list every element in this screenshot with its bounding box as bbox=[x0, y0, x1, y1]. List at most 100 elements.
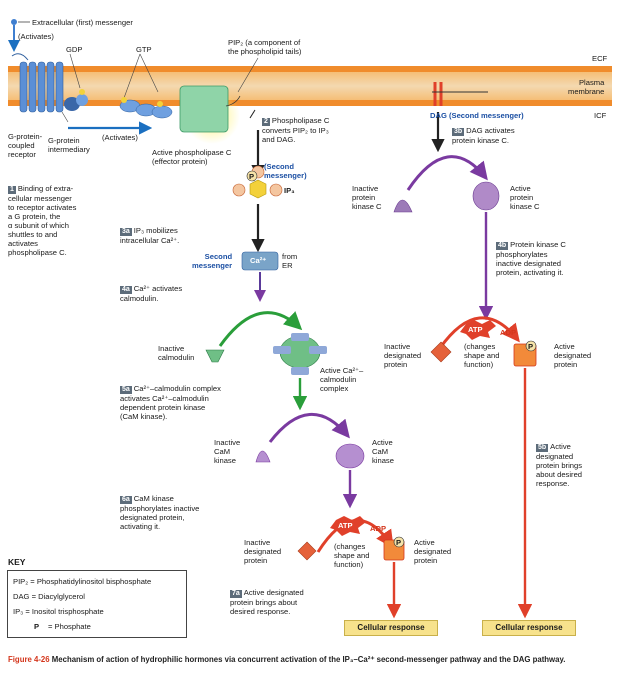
activates-mid-label: (Activates) bbox=[102, 133, 138, 142]
active-designated-1-label: Active designated protein bbox=[414, 538, 452, 565]
inactive-calmodulin-label: Inactive calmodulin bbox=[158, 344, 195, 362]
step-5a-text: Ca²⁺–calmodulin complex activates Ca²⁺–c… bbox=[120, 384, 221, 421]
step-3b-text: DAG activates protein kinase C. bbox=[452, 126, 515, 145]
pip2-note: PIP₂ (a component of the phospholipid ta… bbox=[228, 38, 302, 56]
key-title: KEY bbox=[8, 557, 26, 567]
first-messenger-icon bbox=[11, 19, 17, 25]
ip3-second-messenger: (Second messenger) bbox=[264, 162, 307, 180]
key-dag: DAG = Diacylglycerol bbox=[13, 592, 85, 601]
phosphate-label-1: P bbox=[396, 538, 402, 547]
key-box: PIP₂ = Phosphatidylinositol bisphosphate… bbox=[7, 570, 187, 638]
step-7a-text: Active designated protein brings about d… bbox=[230, 588, 304, 616]
ip3-label: IP₃ bbox=[284, 186, 295, 195]
figure-caption: Figure 4-26 Mechanism of action of hydro… bbox=[8, 655, 613, 665]
step-4a-text: Ca²⁺ activates calmodulin. bbox=[120, 284, 183, 303]
atp-burst-1 bbox=[330, 516, 366, 536]
active-camk-label: Active CaM kinase bbox=[372, 438, 394, 465]
inactive-cam-kinase bbox=[255, 450, 271, 463]
ca-second-messenger-label: Second messenger bbox=[192, 252, 233, 270]
step-5b-text: Active designated protein brings about d… bbox=[536, 442, 583, 488]
key-pip2: PIP₂ = Phosphatidylinositol bisphosphate bbox=[13, 577, 152, 586]
icf-label: ICF bbox=[594, 111, 607, 120]
g-protein bbox=[61, 89, 88, 123]
membrane-heads bbox=[8, 66, 612, 106]
figure-caption-text: Mechanism of action of hydrophilic hormo… bbox=[51, 655, 566, 664]
step-4a-number: 4a bbox=[120, 286, 132, 294]
changes-shape-1-label: (changes shape and function) bbox=[334, 542, 370, 569]
ca-second-messenger bbox=[241, 251, 279, 271]
step-6a-text: CaM kinase phosphorylates inactive desig… bbox=[120, 494, 200, 531]
step-3a-text: IP₃ mobilizes intracellular Ca²⁺. bbox=[120, 226, 180, 245]
step-6a-number: 6a bbox=[120, 496, 132, 504]
step-4b-number: 4b bbox=[496, 242, 509, 250]
cellular-response-right: Cellular response bbox=[482, 620, 576, 636]
inactive-calmodulin bbox=[205, 349, 225, 363]
active-ca-calmodulin-label: Active Ca²⁺– calmodulin complex bbox=[320, 366, 364, 393]
ip3-molecule bbox=[232, 165, 283, 199]
step-4b-text: Protein kinase C phosphorylates inactive… bbox=[496, 240, 566, 277]
inactive-pkc-label: Inactive protein kinase C bbox=[352, 184, 382, 211]
from-er-label: from ER bbox=[282, 252, 298, 270]
active-protein-kinase-c bbox=[472, 181, 500, 211]
inactive-designated-1-label: Inactive designated protein bbox=[244, 538, 282, 565]
inactive-camk-label: Inactive CaM kinase bbox=[214, 438, 241, 465]
phosphate-label-ip3: P bbox=[249, 172, 255, 181]
atp-burst-2 bbox=[460, 320, 496, 340]
adp-label-1: ADP bbox=[370, 524, 387, 533]
step-5b-number: 5b bbox=[536, 444, 549, 452]
step-1-text: Binding of extra- cellular messenger to … bbox=[8, 184, 77, 257]
step-3a-number: 3a bbox=[120, 228, 132, 236]
plasma-membrane bbox=[8, 66, 612, 106]
key-phosphate: = Phosphate bbox=[48, 622, 91, 631]
ca-box-label: Ca²⁺ bbox=[250, 256, 267, 265]
activates-label: (Activates) bbox=[18, 32, 54, 41]
changes-shape-2-label: (changes shape and function) bbox=[464, 342, 500, 369]
active-designated-2-label: Active designated protein bbox=[554, 342, 592, 369]
phosphate-label-2: P bbox=[528, 342, 534, 351]
inactive-designated-protein-1 bbox=[297, 541, 317, 561]
ecf-label: ECF bbox=[592, 54, 608, 63]
key-phosphate-letter: P bbox=[34, 622, 40, 631]
step-2-text: Phospholipase C converts PIP₂ to IP₃ and… bbox=[262, 116, 330, 144]
step-5a-number: 5a bbox=[120, 386, 132, 394]
alpha-subunit bbox=[119, 99, 173, 119]
gdp-label: GDP bbox=[66, 45, 83, 54]
step-2-number: 2 bbox=[262, 118, 270, 126]
adp-label-2: ADP bbox=[500, 328, 517, 337]
dag-second-messenger: DAG (Second messenger) bbox=[430, 111, 524, 120]
atp-label-1: ATP bbox=[338, 521, 353, 530]
key-ip3: IP₃ = Inositol trisphosphate bbox=[13, 607, 104, 616]
phospholipase-c bbox=[179, 85, 229, 133]
gpcr-label: G-protein- coupled receptor bbox=[8, 132, 43, 159]
inactive-protein-kinase-c bbox=[393, 199, 413, 213]
step-7a-number: 7a bbox=[230, 590, 242, 598]
active-plc-label: Active phospholipase C (effector protein… bbox=[152, 148, 232, 166]
ca-calmodulin-complex bbox=[273, 333, 327, 375]
g-protein-label: G-protein intermediary bbox=[48, 136, 90, 154]
active-pkc-label: Active protein kinase C bbox=[510, 184, 540, 211]
gpcr-receptor bbox=[19, 61, 64, 113]
atp-label-2: ATP bbox=[468, 325, 483, 334]
gtp-label: GTP bbox=[136, 45, 152, 54]
figure-number: Figure 4-26 bbox=[8, 655, 50, 664]
plasma-membrane-label: Plasma membrane bbox=[568, 78, 605, 96]
inactive-designated-2-label: Inactive designated protein bbox=[384, 342, 422, 369]
step-1-number: 1 bbox=[8, 186, 16, 194]
first-messenger-label: Extracellular (first) messenger bbox=[32, 18, 133, 27]
inactive-designated-protein-2 bbox=[430, 341, 452, 363]
active-cam-kinase bbox=[335, 443, 365, 469]
cellular-response-left: Cellular response bbox=[344, 620, 438, 636]
step-3b-number: 3b bbox=[452, 128, 465, 136]
